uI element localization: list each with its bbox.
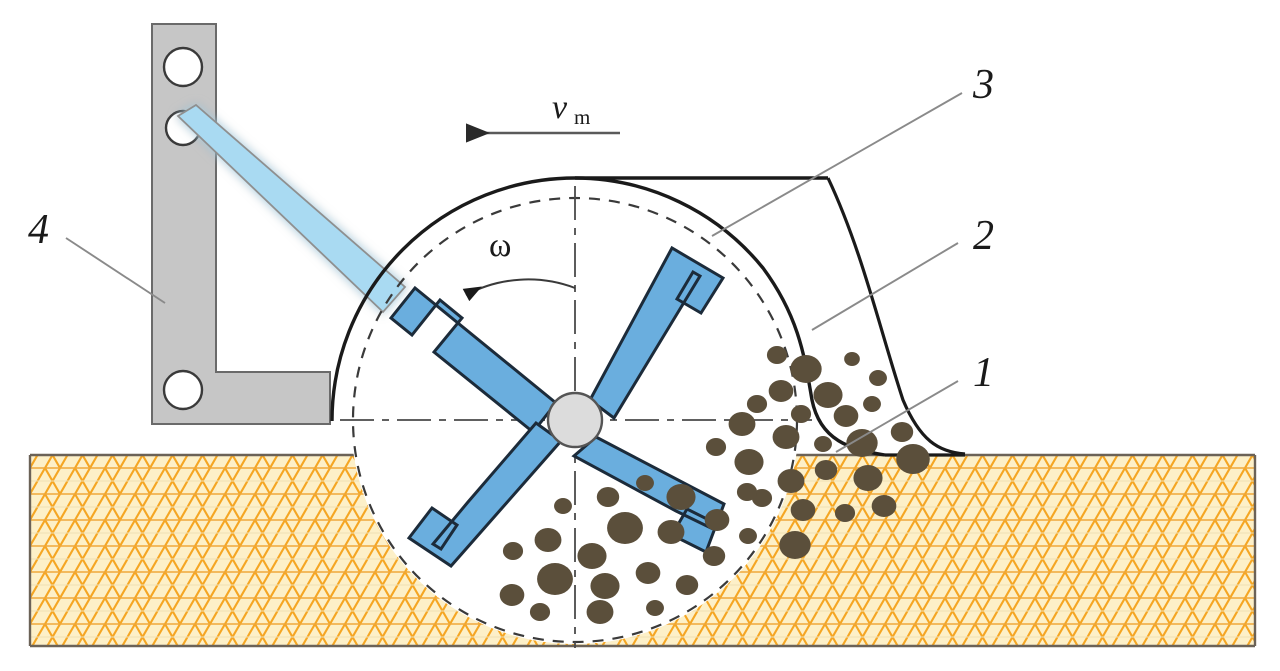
- hood-outer-wall: [826, 177, 966, 456]
- callout-label-4: 4: [28, 207, 49, 253]
- soil-clod: [499, 584, 525, 606]
- soil-clod: [502, 542, 524, 560]
- soil-clod: [869, 370, 887, 386]
- arm-link: [176, 103, 407, 314]
- soil-clod: [728, 412, 756, 436]
- machine-velocity-indicator: v m: [466, 89, 620, 143]
- angular-velocity-indicator: ω: [462, 227, 576, 302]
- leader-line-1: [835, 380, 959, 453]
- leader-line-3: [711, 92, 963, 237]
- soil-clod: [577, 543, 607, 569]
- soil-clod: [534, 528, 562, 552]
- soil-clod: [734, 449, 764, 475]
- soil-clod: [846, 429, 878, 457]
- blade-lower-left: [406, 420, 564, 568]
- soil-clods: [499, 346, 930, 624]
- soil-clod: [768, 380, 794, 402]
- bracket-hole-top: [162, 46, 204, 88]
- soil-clod: [844, 352, 860, 366]
- soil-clod: [814, 436, 832, 452]
- rotor-hub: [546, 391, 604, 449]
- callout-label-2: 2: [973, 213, 994, 259]
- soil-clod: [790, 405, 812, 423]
- soil-clod: [746, 395, 768, 413]
- omega-label: ω: [489, 227, 511, 264]
- soil-clod: [596, 487, 620, 507]
- soil-clod: [853, 465, 883, 491]
- soil-clod: [751, 489, 773, 507]
- soil-clod: [537, 563, 573, 595]
- soil-clod: [777, 469, 805, 493]
- soil-clod: [590, 573, 620, 599]
- velocity-label: v: [552, 89, 568, 126]
- rotor-blades: [388, 245, 726, 568]
- bracket-hole-bottom: [162, 369, 204, 411]
- soil-clod: [736, 483, 758, 501]
- soil-clod: [813, 382, 843, 408]
- soil-clod: [675, 575, 699, 595]
- blade-upper-right: [588, 245, 726, 421]
- hood-inner-rear-wall: [574, 176, 886, 457]
- soil-clod: [657, 520, 685, 544]
- soil-clod: [704, 509, 730, 531]
- soil-clod: [607, 512, 643, 544]
- callout-label-3: 3: [972, 62, 994, 108]
- soil-clod: [790, 499, 816, 521]
- soil-clod: [766, 346, 788, 364]
- leader-line-4: [65, 237, 166, 304]
- soil-clod: [779, 531, 811, 559]
- soil-clod: [646, 600, 664, 616]
- soil-clod: [896, 444, 930, 474]
- soil-clod: [586, 600, 614, 624]
- hood-inner-top-arc: [330, 176, 828, 422]
- soil-clod: [863, 396, 881, 412]
- soil-clod: [529, 603, 551, 621]
- soil-clod: [739, 528, 757, 544]
- callout-leaders: [65, 92, 963, 453]
- soil-clod: [705, 438, 727, 456]
- soil-clod: [666, 484, 696, 510]
- suspension-arm: [176, 103, 407, 314]
- callout-label-1: 1: [973, 350, 994, 396]
- soil-clod: [834, 504, 856, 522]
- soil-clod: [702, 546, 726, 566]
- soil-clod: [635, 562, 661, 584]
- soil-clod: [871, 495, 897, 517]
- omega-arc-arrow: [462, 278, 576, 302]
- soil-clod: [833, 405, 859, 427]
- soil-clod: [554, 498, 572, 514]
- soil-clod: [890, 422, 914, 442]
- blade-upper-left: [388, 285, 559, 435]
- leader-line-2: [811, 242, 959, 331]
- soil-clod: [814, 460, 838, 480]
- soil-clod: [790, 355, 822, 383]
- soil-clod: [636, 475, 654, 491]
- soil-clod: [772, 425, 800, 449]
- velocity-subscript-label: m: [574, 105, 590, 129]
